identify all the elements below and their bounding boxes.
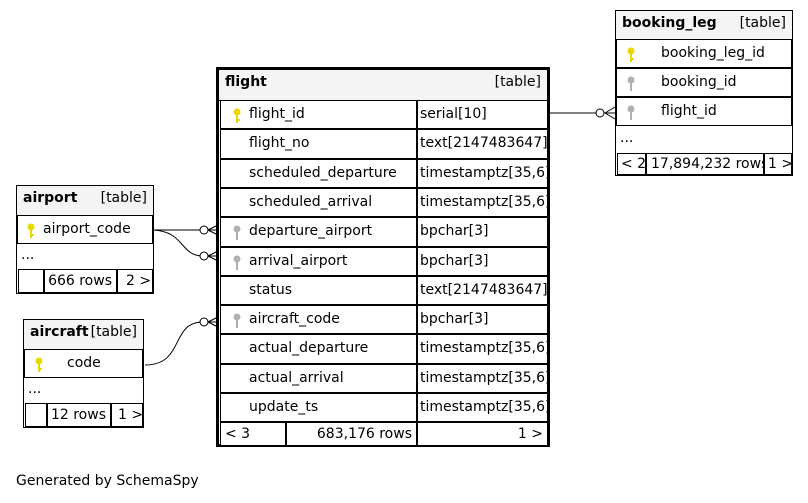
column-type-cell: serial[10] bbox=[417, 100, 548, 129]
column-name: booking_leg_id bbox=[661, 45, 765, 61]
column-name: scheduled_departure bbox=[249, 165, 397, 181]
more-columns-ellipsis: ... bbox=[28, 381, 42, 397]
link-airport-departure bbox=[153, 224, 219, 236]
column-name: actual_arrival bbox=[249, 370, 344, 386]
column-name: status bbox=[249, 282, 293, 298]
column-row[interactable]: booking_leg_id bbox=[616, 39, 792, 68]
column-name: flight_id bbox=[661, 103, 717, 119]
column-row[interactable]: airport_code bbox=[17, 215, 153, 244]
column-name-cell[interactable]: status bbox=[220, 276, 417, 305]
table-aircraft[interactable]: aircraft [table] code ... 12 rows 1 > bbox=[23, 319, 144, 428]
column-name: flight_id bbox=[249, 106, 305, 122]
row-count: 666 rows bbox=[44, 269, 117, 293]
column-type-cell: timestamptz[35,6] bbox=[417, 393, 548, 422]
primary-key-icon bbox=[35, 357, 43, 372]
parents-link[interactable]: < 3 bbox=[220, 422, 286, 446]
column-type: bpchar[3] bbox=[420, 223, 489, 239]
table-name: booking_leg bbox=[622, 15, 717, 31]
link-flight-booking-leg bbox=[549, 106, 616, 120]
column-name: update_ts bbox=[249, 399, 319, 415]
column-name-cell[interactable]: flight_no bbox=[220, 129, 417, 159]
foreign-key-icon bbox=[233, 255, 241, 270]
column-type-cell: timestamptz[35,6] bbox=[417, 364, 548, 393]
column-name-cell[interactable]: departure_airport bbox=[220, 217, 417, 247]
column-name-cell[interactable]: scheduled_departure bbox=[220, 159, 417, 188]
parents-link[interactable] bbox=[25, 403, 47, 427]
column-type: serial[10] bbox=[420, 106, 487, 122]
generated-by-note: Generated by SchemaSpy bbox=[16, 473, 199, 489]
column-name: arrival_airport bbox=[249, 253, 348, 269]
foreign-key-icon bbox=[627, 76, 635, 91]
column-row[interactable]: code bbox=[24, 349, 143, 378]
column-row[interactable]: booking_id bbox=[616, 68, 792, 97]
foreign-key-icon bbox=[233, 313, 241, 328]
column-name: departure_airport bbox=[249, 223, 373, 239]
column-name-cell[interactable]: scheduled_arrival bbox=[220, 188, 417, 217]
parents-link[interactable] bbox=[18, 269, 44, 293]
column-type: timestamptz[35,6] bbox=[420, 165, 548, 181]
column-type-cell: timestamptz[35,6] bbox=[417, 159, 548, 188]
column-type: text[2147483647] bbox=[420, 282, 548, 298]
table-header: booking_leg [table] bbox=[616, 11, 792, 40]
column-name: booking_id bbox=[661, 74, 737, 90]
column-type-cell: bpchar[3] bbox=[417, 247, 548, 276]
primary-key-icon bbox=[627, 47, 635, 62]
column-name: code bbox=[67, 355, 101, 371]
link-aircraft-flight bbox=[144, 316, 219, 366]
column-name-cell[interactable]: aircraft_code bbox=[220, 305, 417, 334]
table-header: airport [table] bbox=[17, 186, 153, 216]
column-type: timestamptz[35,6] bbox=[420, 340, 548, 356]
column-type-cell: bpchar[3] bbox=[417, 217, 548, 247]
foreign-key-icon bbox=[233, 225, 241, 240]
table-header: flight [table] bbox=[219, 70, 547, 101]
column-name: airport_code bbox=[43, 221, 131, 237]
column-type: text[2147483647] bbox=[420, 135, 548, 151]
primary-key-icon bbox=[27, 223, 35, 238]
table-airport[interactable]: airport [table] airport_code ... 666 row… bbox=[16, 185, 154, 294]
column-type-cell: text[2147483647] bbox=[417, 276, 548, 305]
primary-key-icon bbox=[233, 108, 241, 123]
row-count: 683,176 rows bbox=[286, 422, 417, 446]
column-type: bpchar[3] bbox=[420, 311, 489, 327]
children-link[interactable]: 1 > bbox=[417, 422, 548, 446]
column-name-cell[interactable]: actual_departure bbox=[220, 334, 417, 364]
column-type-cell: bpchar[3] bbox=[417, 305, 548, 334]
table-name: airport bbox=[23, 190, 78, 206]
table-name: flight bbox=[225, 74, 267, 90]
link-airport-arrival bbox=[153, 229, 219, 262]
column-name-cell[interactable]: actual_arrival bbox=[220, 364, 417, 393]
children-link[interactable]: 2 > bbox=[117, 269, 153, 293]
foreign-key-icon bbox=[627, 105, 635, 120]
column-type: timestamptz[35,6] bbox=[420, 370, 548, 386]
table-kind: [table] bbox=[494, 74, 541, 90]
children-link[interactable]: 1 > bbox=[111, 403, 143, 427]
table-booking-leg[interactable]: booking_leg [table] booking_leg_id booki… bbox=[615, 10, 793, 176]
parents-link[interactable]: < 2 bbox=[617, 153, 646, 175]
table-kind: [table] bbox=[739, 15, 786, 31]
column-name-cell[interactable]: flight_id bbox=[220, 100, 417, 129]
column-type: bpchar[3] bbox=[420, 253, 489, 269]
table-name: aircraft bbox=[30, 324, 89, 340]
column-type-cell: timestamptz[35,6] bbox=[417, 188, 548, 217]
column-name: flight_no bbox=[249, 135, 310, 151]
column-type-cell: timestamptz[35,6] bbox=[417, 334, 548, 364]
column-type-cell: text[2147483647] bbox=[417, 129, 548, 159]
column-type: timestamptz[35,6] bbox=[420, 399, 548, 415]
row-count: 17,894,232 rows bbox=[646, 153, 764, 175]
children-link[interactable]: 1 > bbox=[764, 153, 792, 175]
table-kind: [table] bbox=[100, 190, 147, 206]
column-row[interactable]: flight_id bbox=[616, 97, 792, 126]
row-count: 12 rows bbox=[47, 403, 111, 427]
column-name: scheduled_arrival bbox=[249, 194, 373, 210]
column-name: actual_departure bbox=[249, 340, 369, 356]
table-kind: [table] bbox=[90, 324, 137, 340]
column-name-cell[interactable]: arrival_airport bbox=[220, 247, 417, 276]
table-header: aircraft [table] bbox=[24, 320, 143, 350]
table-flight[interactable]: flight [table] flight_id serial[10] flight… bbox=[216, 67, 550, 447]
column-name-cell[interactable]: update_ts bbox=[220, 393, 417, 422]
column-type: timestamptz[35,6] bbox=[420, 194, 548, 210]
more-columns-ellipsis: ... bbox=[620, 130, 634, 146]
column-name: aircraft_code bbox=[249, 311, 340, 327]
more-columns-ellipsis: ... bbox=[21, 247, 35, 263]
